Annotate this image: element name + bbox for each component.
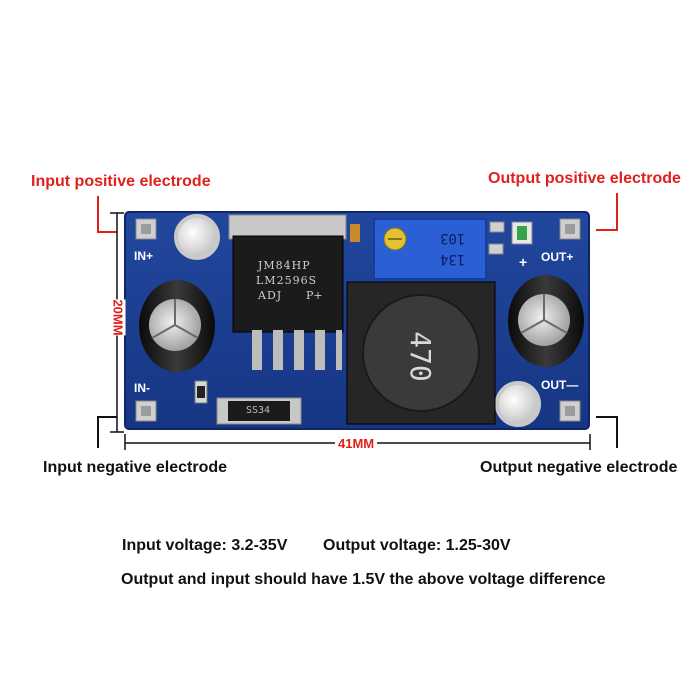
output-capacitor <box>508 275 584 367</box>
pot-code-text: 134 <box>440 251 466 267</box>
in-plus-label: IN+ <box>134 249 154 263</box>
output-positive-leader <box>596 193 618 231</box>
output-negative-label: Output negative electrode <box>480 459 678 476</box>
smd-parts <box>194 221 533 404</box>
pot-value-text: 103 <box>440 230 466 246</box>
height-dimension-label: 20MM <box>110 299 126 336</box>
inductor-value-text: 470 <box>403 331 437 382</box>
input-negative-label: Input negative electrode <box>43 459 228 476</box>
potentiometer <box>373 218 487 280</box>
inductor <box>346 281 496 425</box>
plus-sign-label: + <box>519 254 528 270</box>
input-positive-label: Input positive electrode <box>31 173 211 190</box>
input-capacitor <box>139 280 215 372</box>
chip-adj-text: ADJ <box>258 289 283 302</box>
out-minus-label: OUT— <box>541 378 579 392</box>
chip-logo-text: JM84HP <box>258 259 311 272</box>
diode <box>216 397 302 425</box>
regulator-chip <box>228 214 347 370</box>
width-dimension-label: 41MM <box>335 436 378 451</box>
input-negative-leader <box>97 416 117 448</box>
output-voltage-spec: Output voltage: 1.25-30V <box>323 537 511 554</box>
diode-text: SS34 <box>246 405 271 416</box>
output-positive-label: Output positive electrode <box>488 170 681 187</box>
chip-part-number: LM2596S <box>256 274 318 287</box>
mounting-hole-bottom-right <box>495 381 541 427</box>
mounting-hole-top-left <box>174 214 220 260</box>
voltage-difference-note: Output and input should have 1.5V the ab… <box>121 571 606 588</box>
in-minus-label: IN- <box>134 381 150 395</box>
out-plus-label: OUT+ <box>541 250 574 264</box>
corner-pads <box>135 218 581 422</box>
input-positive-leader <box>97 196 117 233</box>
output-negative-leader <box>596 416 618 448</box>
chip-suffix-text: P+ <box>306 289 323 302</box>
input-voltage-spec: Input voltage: 3.2-35V <box>122 537 288 554</box>
